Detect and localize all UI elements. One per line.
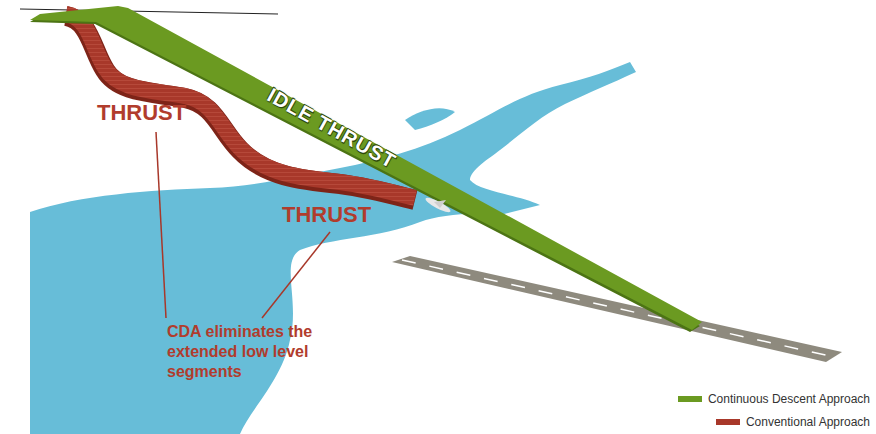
conventional-path-shadow	[66, 16, 415, 200]
leader-line	[156, 132, 166, 318]
thrust-label: THRUST	[282, 202, 371, 228]
legend-text: Conventional Approach	[746, 415, 870, 429]
aircraft	[424, 195, 452, 214]
runway-centerline	[402, 260, 834, 357]
legend-row: Continuous Descent Approach	[678, 392, 870, 406]
cda-path	[30, 6, 702, 330]
conventional-path	[66, 14, 415, 198]
idle-thrust-label: IDLE THRUST	[264, 83, 400, 173]
runway	[392, 256, 842, 362]
legend-swatch	[678, 396, 702, 402]
cda-path-side	[30, 14, 700, 332]
water-inlet	[405, 108, 455, 130]
thrust-label: THRUST	[97, 100, 186, 126]
legend-row: Conventional Approach	[716, 415, 870, 429]
legend-text: Continuous Descent Approach	[708, 392, 870, 406]
legend-swatch	[716, 419, 740, 425]
annotation-note: CDA eliminates the extended low level se…	[167, 322, 337, 382]
leader-line	[262, 232, 330, 318]
